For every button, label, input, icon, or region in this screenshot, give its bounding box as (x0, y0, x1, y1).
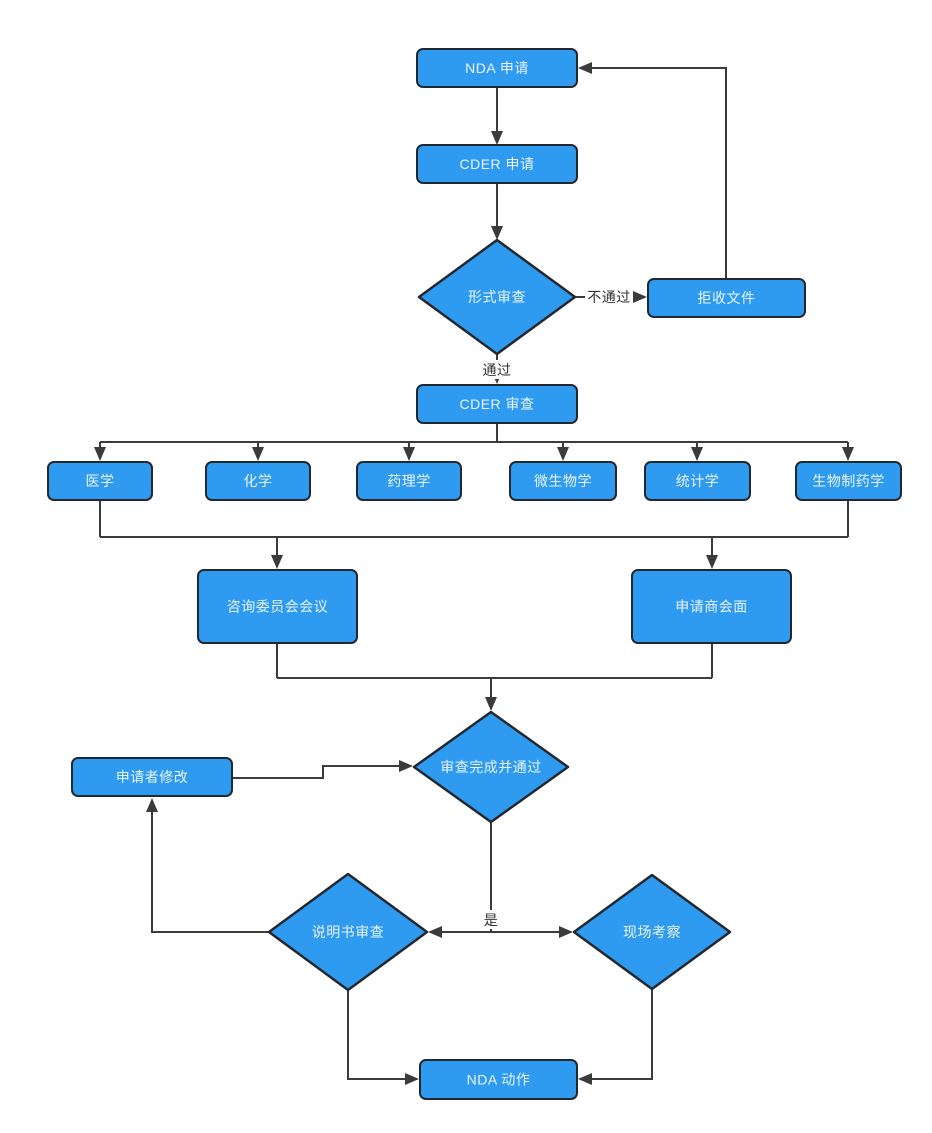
cder-application-label: CDER 申请 (459, 156, 534, 172)
biopharmaceutics-shape (795, 461, 902, 501)
node-formal-review: 形式审查 (417, 238, 577, 356)
label-review-label: 说明书审查 (312, 924, 385, 940)
label-review-shape (267, 872, 429, 992)
advisory-committee-meeting-label: 咨询委员会会议 (227, 599, 329, 615)
node-review-complete-passed: 审查完成并通过 (412, 710, 570, 824)
edge-revision-to-review (232, 760, 413, 779)
cder-review-shape (416, 384, 578, 424)
edge-label-review-to-action (347, 990, 419, 1085)
nda-application-label: NDA 申请 (465, 60, 529, 76)
statistics-shape (644, 461, 751, 501)
formal-review-shape (417, 238, 577, 356)
nda-application-shape (416, 48, 578, 88)
node-advisory-committee-meeting: 咨询委员会会议 (197, 569, 358, 644)
cder-review-label: CDER 审查 (459, 396, 534, 412)
statistics-label: 统计学 (676, 473, 720, 489)
node-applicant-revision: 申请者修改 (71, 757, 233, 797)
node-microbiology: 微生物学 (509, 461, 617, 501)
node-reject-documents: 拒收文件 (647, 278, 806, 318)
edge-label-bg-formal-review-pass (480, 360, 514, 379)
nda-action-shape (419, 1059, 578, 1100)
node-nda-action: NDA 动作 (419, 1059, 578, 1100)
microbiology-shape (509, 461, 617, 501)
node-site-inspection: 现场考察 (572, 873, 732, 991)
edge-label-review-to-revision (146, 798, 269, 933)
node-sponsor-meeting: 申请商会面 (631, 569, 792, 644)
edge-label-review-down-yes: 是 (484, 912, 499, 928)
node-medicine: 医学 (47, 461, 153, 501)
edge-label-formal-review-pass: 通过 (483, 362, 512, 378)
nda-action-label: NDA 动作 (467, 1072, 531, 1088)
formal-review-label: 形式审查 (468, 289, 526, 305)
microbiology-label: 微生物学 (534, 473, 592, 489)
site-inspection-shape (572, 873, 732, 991)
review-complete-passed-shape (412, 710, 570, 824)
node-cder-application: CDER 申请 (416, 144, 578, 184)
cder-application-shape (416, 144, 578, 184)
node-chemistry: 化学 (205, 461, 311, 501)
node-biopharmaceutics: 生物制药学 (795, 461, 902, 501)
edge-label-bg-review-down-yes (481, 910, 501, 929)
reject-documents-label: 拒收文件 (698, 290, 756, 306)
node-cder-review: CDER 审查 (416, 384, 578, 424)
edge-reject-loop-to-nda (578, 62, 727, 279)
edge-label-bg-formal-review-fail (585, 287, 633, 306)
node-label-review: 说明书审查 (267, 872, 429, 992)
edge-label-formal-review-fail: 不通过 (587, 289, 631, 305)
pharmacology-shape (356, 461, 462, 501)
node-pharmacology: 药理学 (356, 461, 462, 501)
chemistry-label: 化学 (244, 473, 273, 489)
pharmacology-label: 药理学 (387, 473, 431, 489)
review-complete-passed-label: 审查完成并通过 (440, 759, 542, 775)
sponsor-meeting-shape (631, 569, 792, 644)
reject-documents-shape (647, 278, 806, 318)
applicant-revision-label: 申请者修改 (116, 769, 189, 785)
medicine-shape (47, 461, 153, 501)
site-inspection-label: 现场考察 (623, 924, 681, 940)
biopharmaceutics-label: 生物制药学 (812, 473, 885, 489)
sponsor-meeting-label: 申请商会面 (675, 599, 748, 615)
medicine-label: 医学 (86, 473, 115, 489)
edge-layer (94, 62, 854, 1085)
chemistry-shape (205, 461, 311, 501)
node-nda-application: NDA 申请 (416, 48, 578, 88)
edge-inspection-to-action (578, 989, 653, 1085)
applicant-revision-shape (71, 757, 233, 797)
advisory-committee-meeting-shape (197, 569, 358, 644)
node-statistics: 统计学 (644, 461, 751, 501)
